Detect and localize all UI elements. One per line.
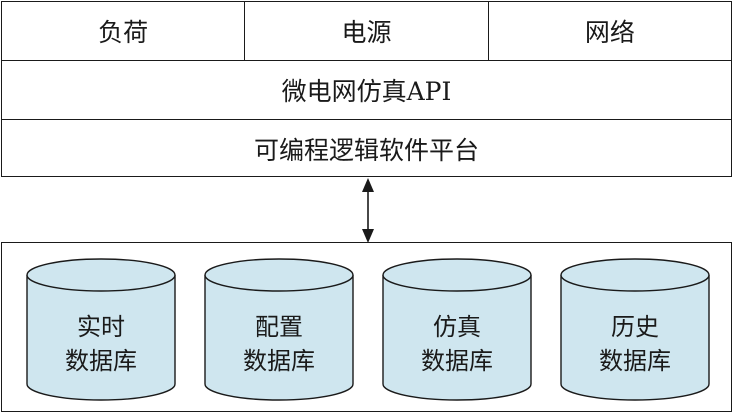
cylinder-icon: [382, 258, 532, 401]
database-label: 历史 数据库: [599, 313, 671, 375]
programmable-logic-platform-layer: 可编程逻辑软件平台: [253, 135, 479, 165]
configuration-database: 配置 数据库: [204, 258, 354, 401]
realtime-database: 实时 数据库: [26, 258, 176, 401]
database-group: 实时 数据库 配置 数据库 仿真 数据库 历史 数据库: [1, 242, 732, 412]
cylinder-icon: [560, 258, 710, 401]
history-database: 历史 数据库: [560, 258, 710, 401]
simulation-database: 仿真 数据库: [382, 258, 532, 401]
bidirectional-arrow: [362, 178, 374, 243]
simulation-api-layer: 微电网仿真API: [2, 61, 731, 120]
load-box: 负荷: [98, 18, 149, 47]
database-label: 实时 数据库: [65, 313, 137, 375]
database-label: 配置 数据库: [243, 313, 315, 375]
database-label: 仿真 数据库: [421, 313, 493, 375]
power-source-box: 电源: [244, 2, 487, 60]
software-stack: 负荷 电源 网络 微电网仿真API 可编程逻辑软件平台: [1, 1, 732, 177]
component-row: 负荷 电源 网络: [2, 2, 731, 61]
cylinder-icon: [204, 258, 354, 401]
network-box: 网络: [487, 2, 731, 60]
cylinder-icon: [26, 258, 176, 401]
